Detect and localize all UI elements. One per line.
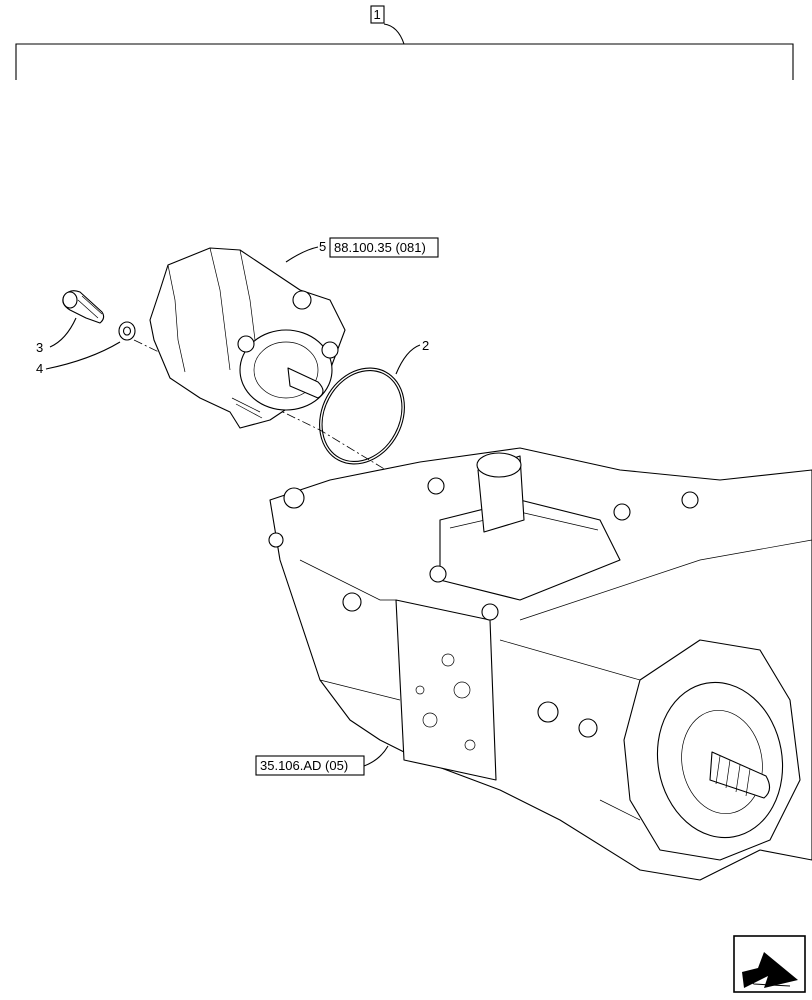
gear-pump [149,247,346,429]
o-ring [319,367,405,465]
ref-gear-pump: 88.100.35 (081) [334,240,426,255]
leader-main-pump [363,745,389,767]
callout-2: 2 [422,338,429,353]
leader-4 [45,341,121,370]
callout-5: 5 [319,239,326,254]
ref-main-pump: 35.106.AD (05) [260,758,348,773]
leader-5 [285,246,319,263]
bolt [62,290,105,324]
washer [118,321,136,341]
callout-1: 1 [374,7,381,22]
next-page-arrow-icon[interactable] [733,935,806,993]
ref-box-gear-pump [329,237,439,258]
assembly-bracket: 1 [15,5,794,80]
main-hydraulic-pump [268,447,812,881]
callout-3: 3 [36,340,43,355]
leader-2 [395,344,421,375]
leader-3 [49,317,77,348]
callout-4: 4 [36,361,43,376]
